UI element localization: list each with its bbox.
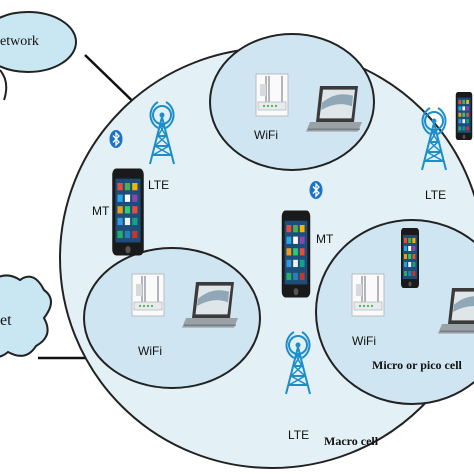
wifi-label-top: WiFi bbox=[254, 128, 278, 142]
micro-pico-cell-label: Micro or pico cell bbox=[372, 358, 462, 372]
core-network-label: etwork bbox=[0, 34, 39, 49]
smartphone-icon bbox=[112, 168, 144, 256]
mt-label-center: MT bbox=[316, 232, 334, 246]
lte-label-top: LTE bbox=[148, 178, 170, 192]
mt-label-left: MT bbox=[92, 204, 110, 218]
small-cell-right bbox=[315, 219, 474, 405]
macro-cell-label: Macro cell bbox=[324, 434, 379, 448]
internet-cloud bbox=[0, 274, 52, 358]
lte-label-right: LTE bbox=[425, 188, 447, 202]
internet-label: et bbox=[0, 312, 12, 329]
wifi-router-icon bbox=[351, 273, 385, 317]
bluetooth-icon bbox=[308, 180, 324, 200]
smartphone-icon bbox=[401, 228, 419, 288]
core-network-cloud bbox=[0, 11, 77, 101]
smartphone-icon bbox=[455, 92, 473, 140]
small-cell-top bbox=[209, 33, 375, 171]
wifi-router-icon bbox=[131, 273, 165, 317]
wifi-label-left: WiFi bbox=[138, 344, 162, 358]
wifi-label-right: WiFi bbox=[352, 334, 376, 348]
lte-label-bottom: LTE bbox=[288, 428, 310, 442]
wifi-router-icon bbox=[255, 73, 289, 117]
smartphone-icon bbox=[281, 210, 311, 298]
bluetooth-icon bbox=[108, 129, 124, 149]
